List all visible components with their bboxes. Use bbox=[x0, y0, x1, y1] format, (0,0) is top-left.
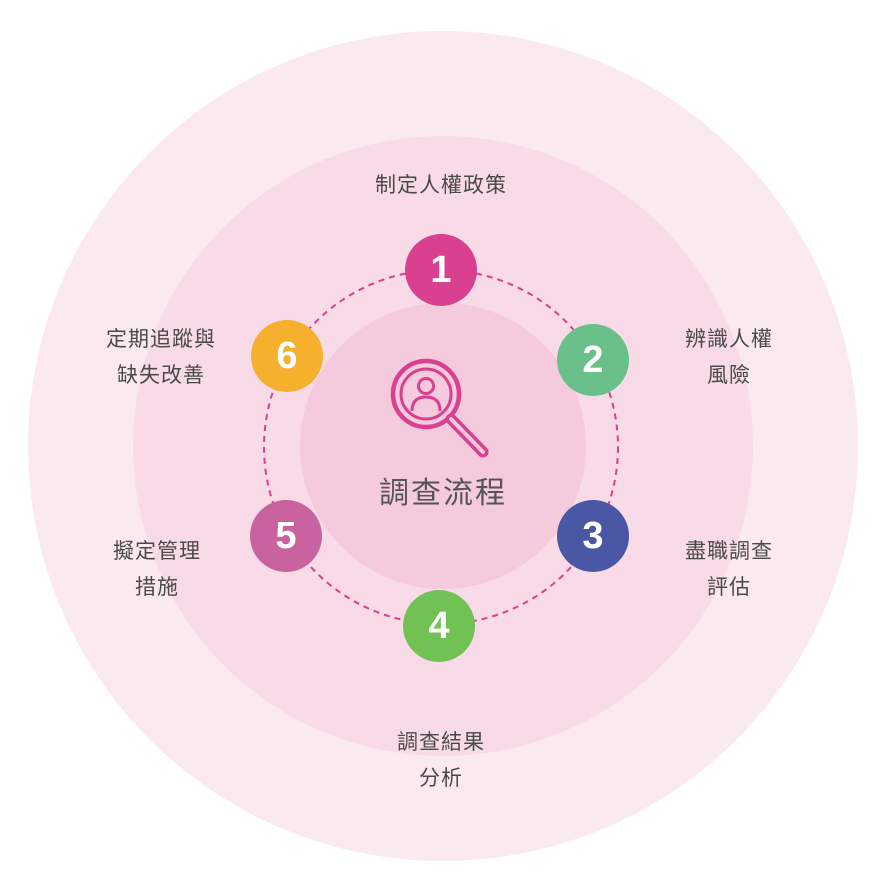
step-6-circle: 6 bbox=[251, 320, 323, 392]
step-3-circle: 3 bbox=[557, 500, 629, 572]
step-5-label: 擬定管理 措施 bbox=[92, 533, 222, 605]
step-3-label-line-2: 評估 bbox=[707, 575, 751, 599]
step-5-number: 5 bbox=[275, 514, 297, 557]
step-2-label-line-1: 辨識人權 bbox=[685, 327, 773, 351]
step-3-number: 3 bbox=[582, 514, 604, 557]
step-6-label-line-1: 定期追蹤與 bbox=[106, 327, 216, 351]
step-6-number: 6 bbox=[276, 334, 298, 377]
step-3-label-line-1: 盡職調查 bbox=[685, 539, 773, 563]
step-1-number: 1 bbox=[430, 248, 452, 291]
step-4-label-line-1: 調查結果 bbox=[397, 730, 485, 754]
step-1-circle: 1 bbox=[405, 234, 477, 306]
step-6-label: 定期追蹤與 缺失改善 bbox=[86, 321, 236, 393]
step-4-label-line-2: 分析 bbox=[419, 766, 463, 790]
step-4-circle: 4 bbox=[403, 590, 475, 662]
step-4-number: 4 bbox=[428, 604, 450, 647]
step-4-label: 調查結果 分析 bbox=[376, 724, 506, 796]
step-3-label: 盡職調查 評估 bbox=[664, 533, 794, 605]
center-title: 調查流程 bbox=[379, 476, 507, 511]
step-2-label-line-2: 風險 bbox=[707, 363, 751, 387]
step-5-label-line-1: 擬定管理 bbox=[113, 539, 201, 563]
person-search-icon bbox=[390, 358, 489, 458]
step-2-label: 辨識人權 風險 bbox=[664, 321, 794, 393]
step-1-label-line-1: 制定人權政策 bbox=[375, 173, 507, 197]
step-5-label-line-2: 措施 bbox=[135, 575, 179, 599]
step-2-number: 2 bbox=[582, 338, 604, 381]
step-2-circle: 2 bbox=[557, 324, 629, 396]
inner-ring bbox=[300, 303, 586, 589]
step-1-label: 制定人權政策 bbox=[341, 167, 541, 203]
step-6-label-line-2: 缺失改善 bbox=[117, 363, 205, 387]
step-5-circle: 5 bbox=[250, 500, 322, 572]
